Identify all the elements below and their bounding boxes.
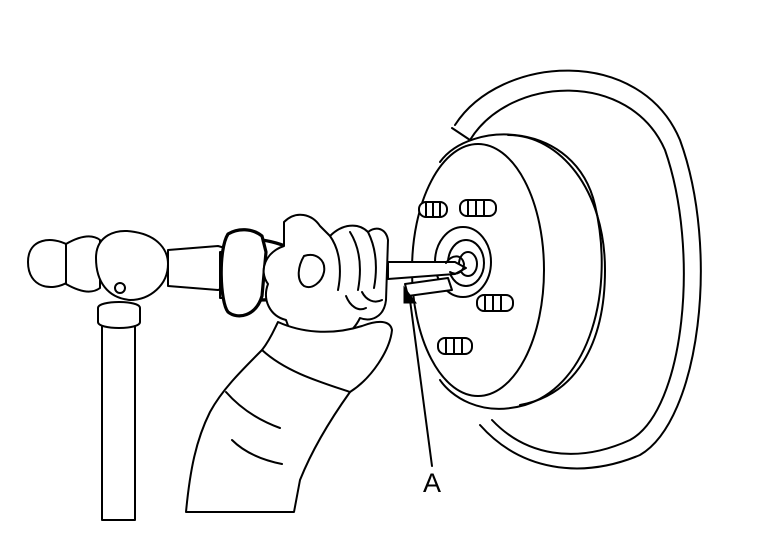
wheel-stud	[437, 337, 473, 355]
leader-line	[409, 299, 433, 467]
knuckle-2	[349, 231, 361, 291]
stand-collar	[97, 301, 141, 329]
hand	[262, 213, 389, 344]
wheel-stud	[459, 199, 497, 217]
fingertip-1	[345, 295, 367, 311]
hammer-pin	[114, 282, 126, 294]
sleeve-fold-2	[231, 439, 283, 465]
knuckle-3	[367, 231, 377, 289]
sleeve-fold-1	[225, 391, 281, 429]
hammer-neck	[65, 235, 101, 293]
puller-tip	[445, 255, 465, 275]
puller-shaft	[387, 255, 467, 297]
hammer-end-knob	[27, 239, 69, 289]
wheel-stud	[476, 294, 514, 312]
callout-a-leader	[403, 285, 433, 467]
thumb	[297, 254, 326, 288]
sleeve-body	[185, 320, 393, 513]
stand-post	[101, 309, 136, 521]
hammer-weight	[95, 230, 169, 301]
disc-rim-step	[451, 127, 471, 141]
callout-label-a: A	[423, 468, 442, 498]
wheel-stud	[418, 201, 448, 218]
disc-inner-edge	[469, 89, 685, 455]
hammer-stand	[97, 301, 141, 521]
leader-arrowhead	[403, 285, 417, 304]
cuff-line	[261, 349, 351, 393]
drum-shoulder	[507, 134, 606, 406]
sleeve	[185, 320, 393, 513]
knuckle-1	[329, 235, 341, 291]
fingertip-2	[361, 291, 383, 303]
wheel-studs	[418, 199, 514, 355]
